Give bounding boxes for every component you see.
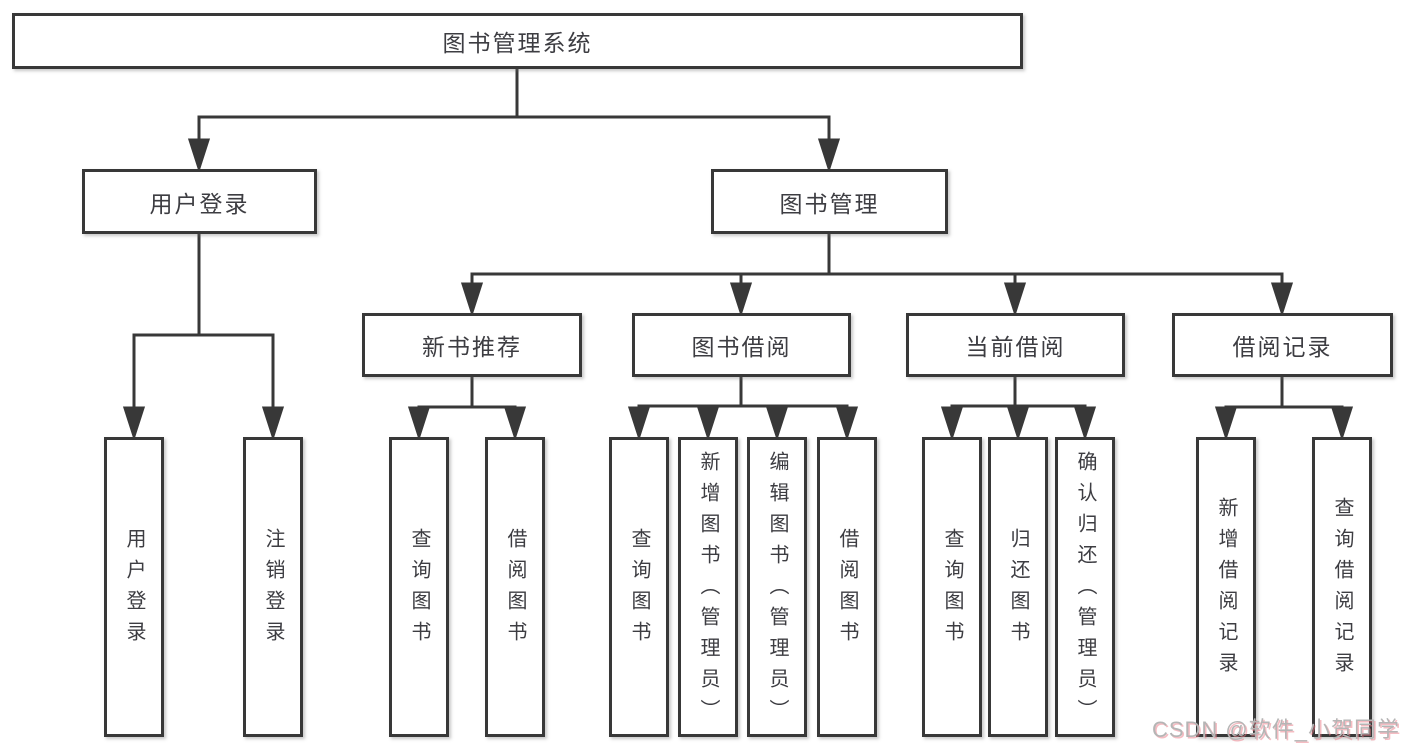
arrowhead-icon (1270, 282, 1294, 317)
leaf-recommend-query-book: 查询图书 (389, 437, 449, 737)
connector-book-borrow-to-leaves (627, 374, 859, 441)
leaf-records-query-record: 查询借阅记录 (1312, 437, 1372, 737)
node-root-library-system: 图书管理系统 (12, 13, 1023, 69)
arrowhead-icon (460, 282, 484, 317)
node-book-management: 图书管理 (711, 169, 948, 234)
node-borrow-records: 借阅记录 (1172, 313, 1393, 377)
leaf-user-login: 用户登录 (104, 437, 164, 737)
arrowhead-icon (261, 406, 285, 441)
arrowhead-icon (1073, 406, 1097, 441)
arrowhead-icon (187, 138, 211, 173)
connector-new-book-recommend-to-leaves (407, 374, 527, 441)
arrowhead-icon (1003, 282, 1027, 317)
connector-book-management-to-level3 (460, 230, 1294, 317)
connector-borrow-records-to-leaves (1214, 374, 1354, 441)
arrowhead-icon (940, 406, 964, 441)
arrowhead-icon (817, 138, 841, 173)
leaf-records-add-record: 新增借阅记录 (1196, 437, 1256, 737)
node-new-book-recommend: 新书推荐 (362, 313, 582, 377)
leaf-borrow-query-book: 查询图书 (609, 437, 669, 737)
arrowhead-icon (407, 406, 431, 441)
arrowhead-icon (122, 406, 146, 441)
arrowhead-icon (729, 282, 753, 317)
arrowhead-icon (1330, 406, 1354, 441)
arrowhead-icon (1214, 406, 1238, 441)
node-current-borrow: 当前借阅 (906, 313, 1125, 377)
leaf-current-return-book: 归还图书 (988, 437, 1048, 737)
leaf-recommend-borrow-book: 借阅图书 (485, 437, 545, 737)
leaf-borrow-borrow-book: 借阅图书 (817, 437, 877, 737)
arrowhead-icon (627, 406, 651, 441)
connector-current-borrow-to-leaves (940, 374, 1097, 441)
leaf-borrow-edit-book-admin: 编辑图书（管理员） (747, 437, 807, 737)
connector-root-to-level2 (187, 66, 841, 173)
arrowhead-icon (1006, 406, 1030, 441)
leaf-borrow-add-book-admin: 新增图书（管理员） (678, 437, 738, 737)
arrowhead-icon (835, 406, 859, 441)
node-book-borrow: 图书借阅 (632, 313, 851, 377)
node-user-login: 用户登录 (82, 169, 317, 234)
csdn-watermark: CSDN @软件_小贺同学 (1151, 717, 1400, 742)
leaf-current-confirm-return-admin: 确认归还（管理员） (1055, 437, 1115, 737)
arrowhead-icon (765, 406, 789, 441)
connector-user-login-to-leaves (122, 231, 285, 441)
leaf-logout-login: 注销登录 (243, 437, 303, 737)
arrowhead-icon (503, 406, 527, 441)
arrowhead-icon (696, 406, 720, 441)
leaf-current-query-book: 查询图书 (922, 437, 982, 737)
